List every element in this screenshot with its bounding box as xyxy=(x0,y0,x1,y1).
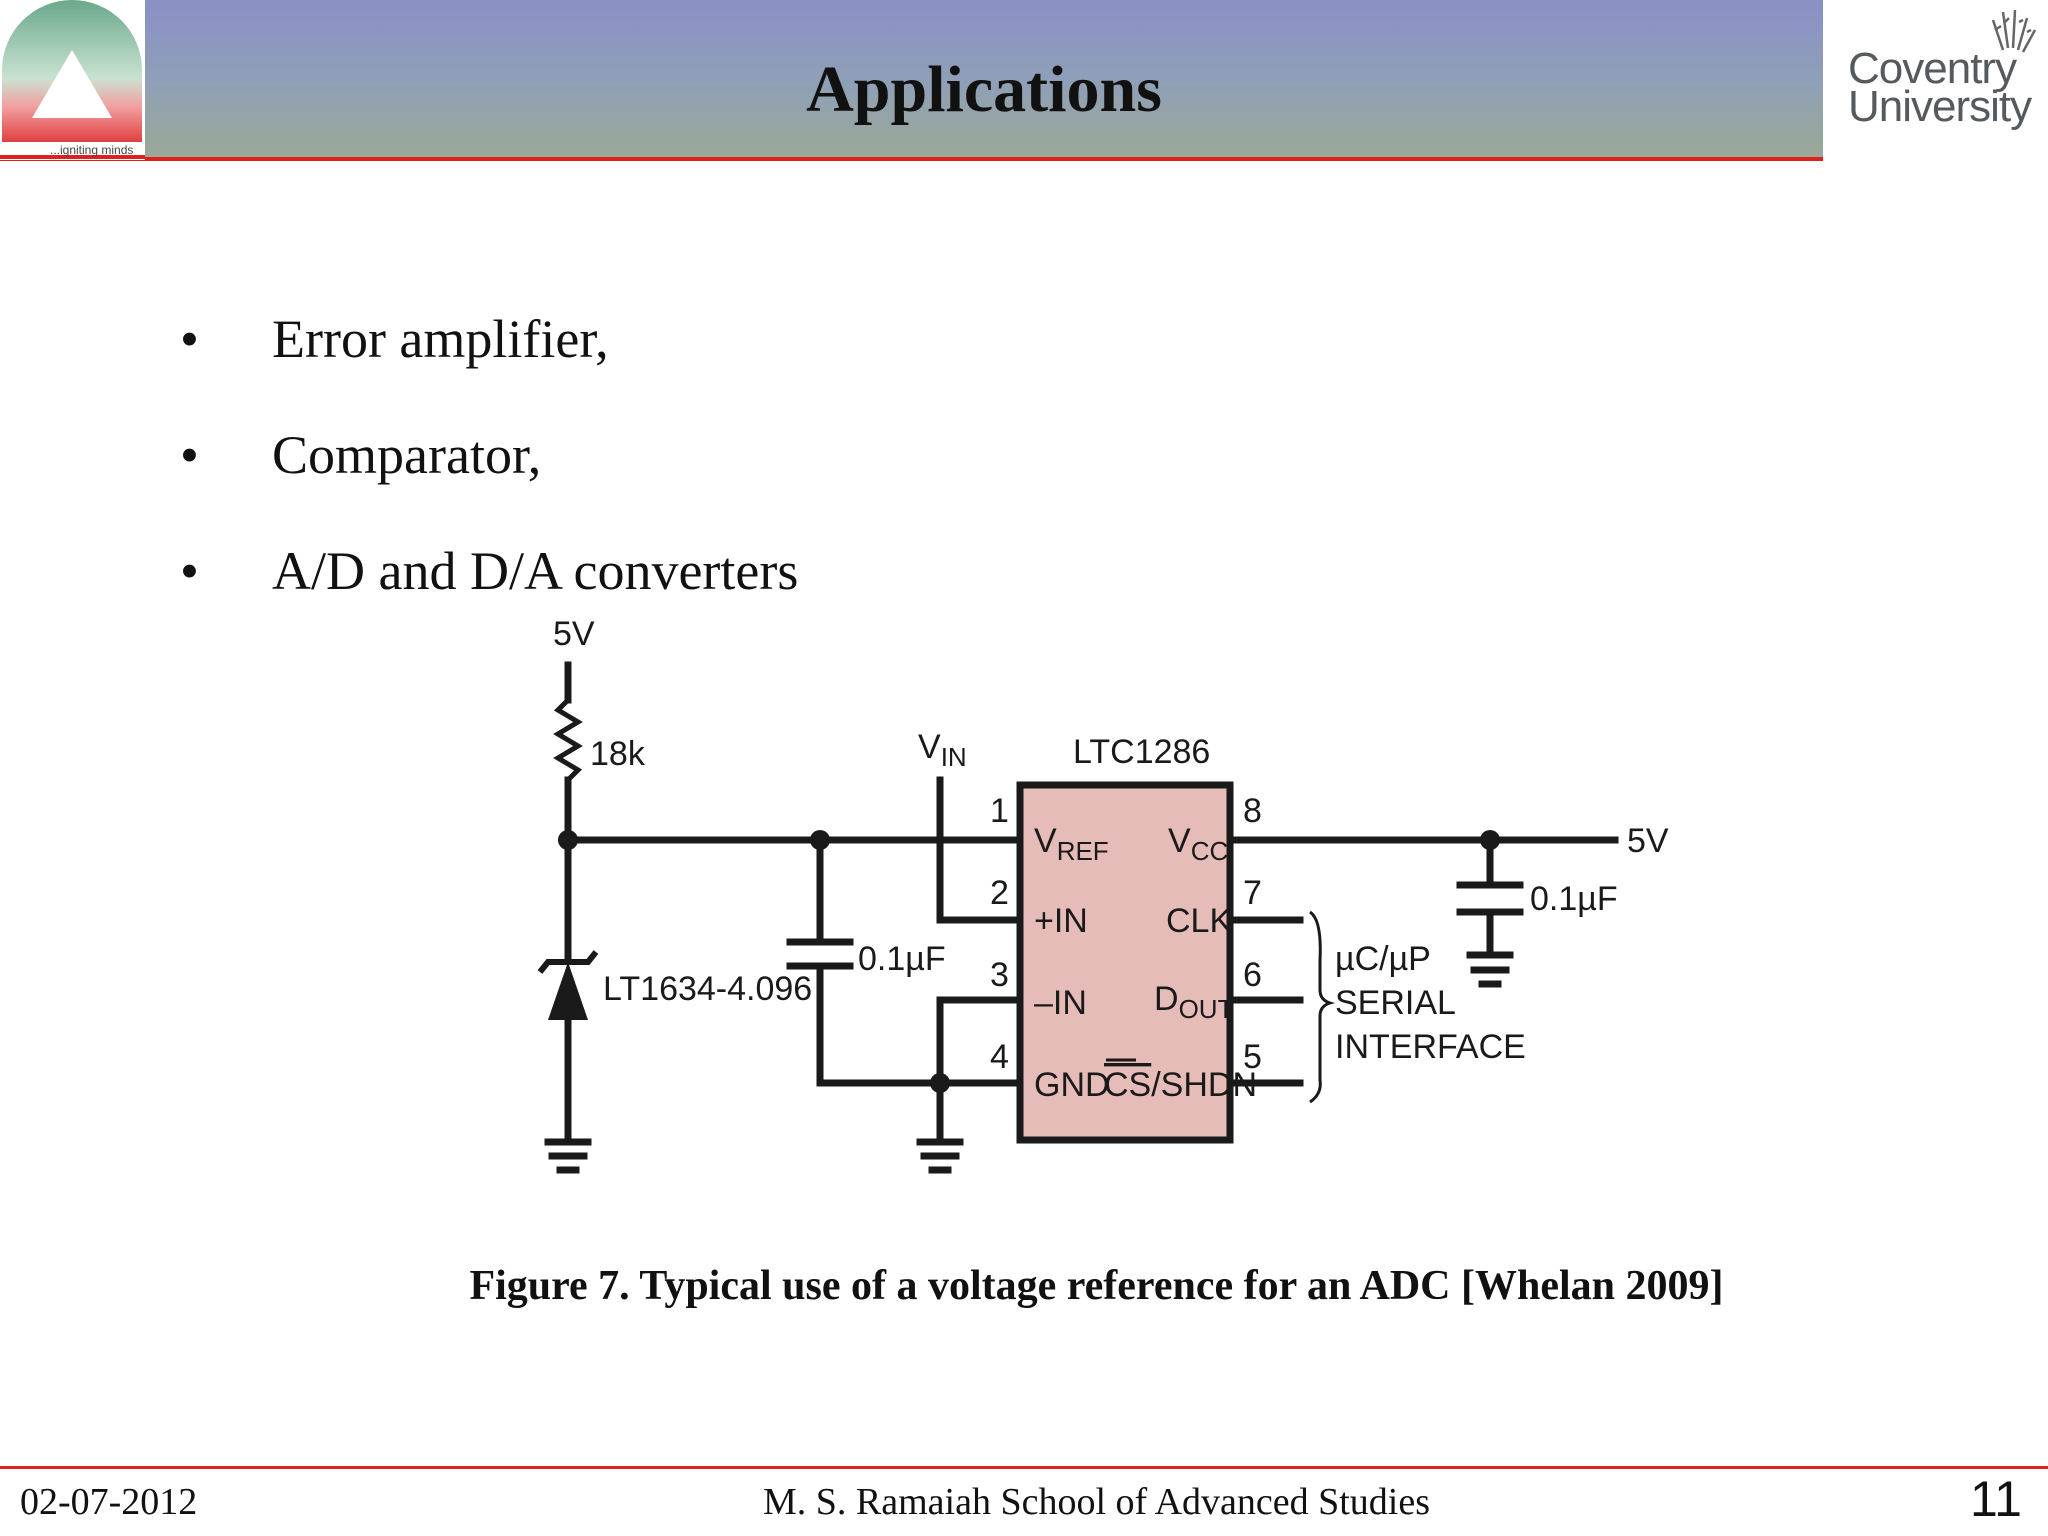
interface-line-1: µC/µP xyxy=(1335,940,1431,978)
bullet-marker: • xyxy=(180,425,199,485)
vref-pin-label: VREF xyxy=(1034,822,1109,866)
pin-4-label: 4 xyxy=(990,1038,1009,1076)
pin-7-label: 7 xyxy=(1243,874,1262,912)
gnd-pin-label: GND xyxy=(1034,1066,1110,1104)
footer-date: 02-07-2012 xyxy=(20,1481,198,1523)
pin-1-label: 1 xyxy=(990,792,1009,830)
coventry-logo xyxy=(1823,0,2048,160)
bullet-list: • Error amplifier, • Comparator, • A/D a… xyxy=(180,300,1080,590)
footer-school-name: M. S. Ramaiah School of Advanced Studies xyxy=(762,1481,1431,1523)
coventry-crest-icon xyxy=(1991,9,2037,53)
university-word: University xyxy=(1848,82,2032,131)
pin-5-label: 5 xyxy=(1243,1038,1262,1076)
slide-title: Applications xyxy=(806,53,1162,126)
bullet-text: Comparator, xyxy=(272,425,542,485)
pin-2-label: 2 xyxy=(990,874,1009,912)
logo-tagline: ...igniting minds xyxy=(50,143,133,157)
bullet-marker: • xyxy=(180,541,199,590)
header-band xyxy=(145,0,1823,158)
pin-6-label: 6 xyxy=(1243,956,1262,994)
ltc1286-chip xyxy=(1016,781,1234,1144)
supply-left-label: 5V xyxy=(553,615,595,653)
footer-rule xyxy=(0,1466,2048,1469)
figure-caption: Figure 7. Typical use of a voltage refer… xyxy=(469,1263,1724,1309)
bullet-text: Error amplifier, xyxy=(272,309,609,369)
dout-pin-label: DOUT xyxy=(1154,980,1234,1024)
coventry-word: Coventry xyxy=(1848,44,2017,93)
vcc-pin-label: VCC xyxy=(1168,822,1228,866)
pin-3-label: 3 xyxy=(990,956,1009,994)
cap-left-label: 0.1µF xyxy=(858,940,946,978)
supply-right-label: 5V xyxy=(1627,822,1669,860)
interface-line-2: SERIAL xyxy=(1335,984,1456,1022)
msrsas-logo: ...igniting minds xyxy=(0,0,145,160)
interface-brace xyxy=(1309,910,1336,1104)
page-number: 11 xyxy=(1970,1471,2022,1527)
coventry-wordmark: Coventry University xyxy=(1848,44,2033,131)
plus-in-pin-label: +IN xyxy=(1034,902,1088,940)
slide-header: Applications ...igniting minds xyxy=(0,0,2048,161)
interface-line-3: INTERFACE xyxy=(1335,1028,1526,1066)
pin-8-label: 8 xyxy=(1243,792,1262,830)
zener-diode-icon xyxy=(548,962,588,1020)
resistor-18k xyxy=(553,696,583,784)
cs-shdn-pin-label: CS/SHDN xyxy=(1104,1066,1257,1104)
minus-in-pin-label: –IN xyxy=(1034,984,1087,1022)
chip-name-label: LTC1286 xyxy=(1073,733,1210,771)
bullet-marker: • xyxy=(180,309,199,369)
resistor-label: 18k xyxy=(590,735,646,773)
vin-label: VIN xyxy=(918,728,967,772)
header-rule xyxy=(0,157,1823,161)
bullet-text: A/D and D/A converters xyxy=(272,541,799,590)
reference-part-label: LT1634-4.096 xyxy=(603,970,812,1008)
cap-right-label: 0.1µF xyxy=(1530,880,1618,918)
clk-pin-label: CLK xyxy=(1166,902,1232,940)
